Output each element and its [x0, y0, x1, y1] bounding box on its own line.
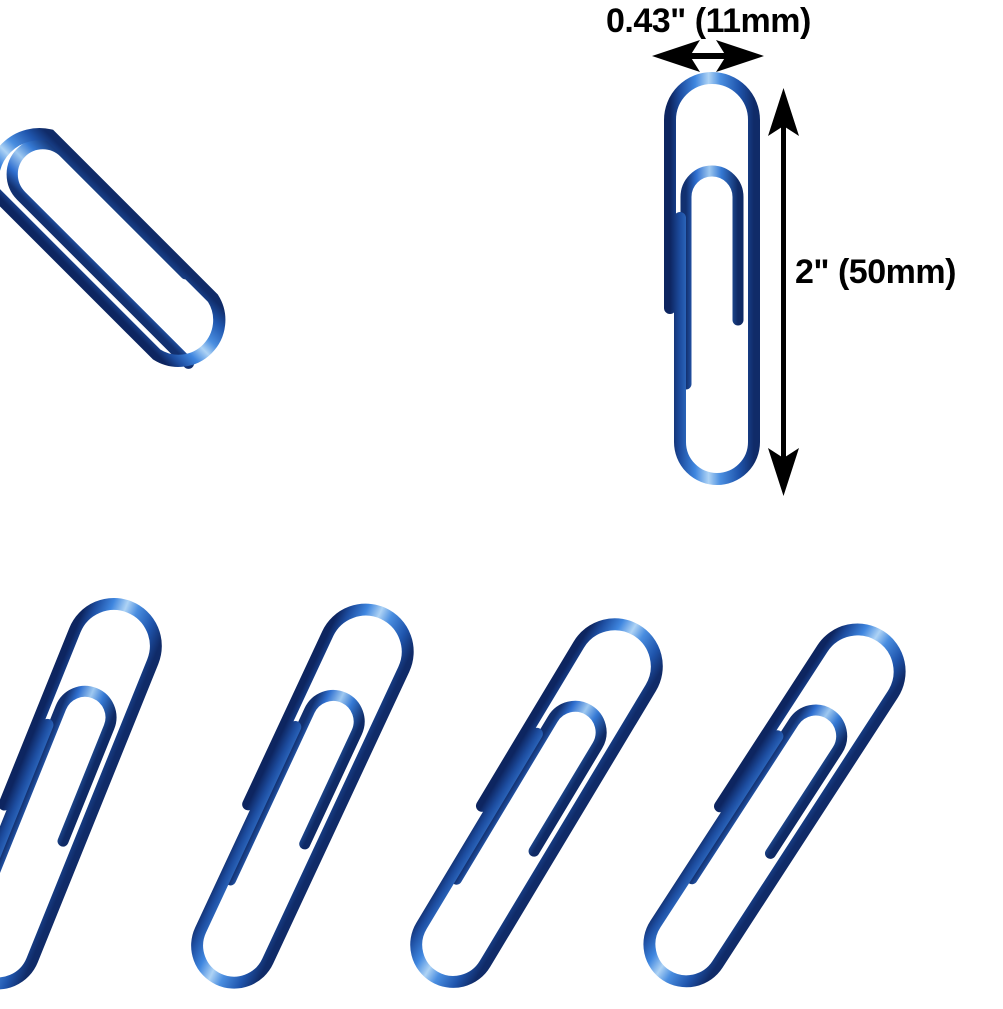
width-dimension-label: 0.43" (11mm) [606, 2, 811, 40]
paperclip-bottom-1 [0, 575, 180, 1009]
paperclip-top-left [0, 93, 264, 406]
paperclip-measured [652, 68, 762, 504]
double-headed-vertical-arrow-icon [768, 88, 799, 496]
paperclip-bottom-2 [149, 579, 433, 1009]
paperclip-bottom-3 [366, 591, 685, 1009]
height-dimension-label: 2" (50mm) [795, 253, 956, 291]
paperclip-bottom-4 [598, 595, 928, 1009]
